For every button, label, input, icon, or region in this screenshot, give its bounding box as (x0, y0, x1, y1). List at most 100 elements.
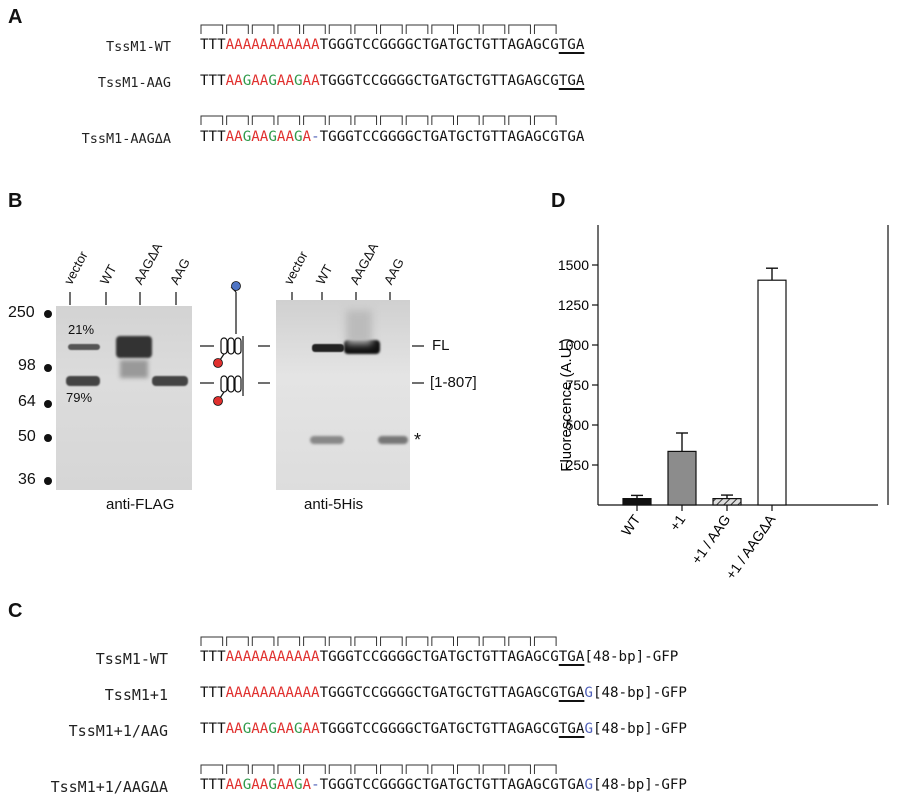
sequence-segment: TGA (558, 721, 585, 737)
codon-bracket (200, 636, 224, 646)
sequence-segment: G (584, 721, 593, 737)
sequence-segment: G (294, 73, 303, 89)
codon-bracket (457, 115, 480, 125)
sequence-segment: TGGGTCCGGGGCTGATGCTGTTAGAGCGTGA (319, 777, 585, 793)
panel-letter-d: D (551, 190, 566, 212)
codon-bracket (328, 636, 352, 646)
codon-bracket (328, 115, 352, 125)
sequence-segment: AA (225, 721, 243, 737)
percent-fl: 21% (68, 322, 95, 337)
y-tick-label: 250 (566, 457, 590, 473)
codon-bracket (226, 24, 249, 34)
sequence-segment: TTT (200, 73, 226, 89)
codon-bracket (354, 115, 378, 125)
band-trunc-wt (66, 376, 100, 386)
codon-bracket (303, 24, 326, 34)
sequence-segment: AA (225, 73, 243, 89)
sequence-segment: AA (276, 777, 294, 793)
sequence-segment: AA (225, 129, 243, 145)
mw-dot (44, 400, 52, 408)
sequence-segment: G (268, 73, 277, 89)
mw-marker: 50 (18, 428, 36, 445)
codon-bracket (482, 636, 506, 646)
label-star: * (414, 430, 422, 450)
band-bg (346, 310, 372, 344)
codon-bracket (251, 115, 275, 125)
protein-schematic (200, 281, 270, 406)
sequence-row: TTTAAAAAAAAAAATGGGTCCGGGGCTGATGCTGTTAGAG… (200, 649, 678, 665)
seq-label: TssM1-WT (95, 650, 168, 668)
codon-bracket (482, 24, 506, 34)
mw-dot (44, 310, 52, 318)
codon-bracket (431, 636, 454, 646)
sequence-row: TTTAAGAAGAAGA-TGGGTCCGGGGCTGATGCTGTTAGAG… (200, 777, 687, 793)
codon-bracket-group (200, 764, 557, 774)
codon-bracket (226, 115, 249, 125)
codon-bracket (277, 115, 301, 125)
codon-bracket (482, 115, 506, 125)
codon-bracket (226, 636, 249, 646)
sequence-segment: AA (276, 721, 294, 737)
codon-bracket (405, 636, 429, 646)
sequence-segment: AA (251, 721, 269, 737)
x-tick-label: +1 / AAG (688, 512, 733, 567)
sequence-segment: TGA (558, 649, 585, 665)
blot-anti-5his (276, 300, 410, 490)
codon-bracket-group (200, 115, 557, 125)
codon-bracket (200, 115, 224, 125)
codon-bracket (354, 24, 378, 34)
codon-bracket (354, 764, 378, 774)
sequence-segment: [48-bp]-GFP (592, 685, 687, 701)
percent-trunc: 79% (66, 390, 93, 405)
x-tick-label: WT (618, 511, 644, 538)
sequence-segment: G (268, 129, 277, 145)
panel-letter-a: A (8, 6, 23, 28)
band-smear (120, 360, 148, 378)
codon-bracket (328, 24, 352, 34)
sequence-segment: G (242, 129, 252, 145)
sequence-row: TTTAAAAAAAAAAATGGGTCCGGGGCTGATGCTGTTAGAG… (200, 37, 584, 53)
codon-bracket-group (200, 636, 557, 646)
sequence-segment: AA (251, 129, 269, 145)
codon-bracket (508, 115, 531, 125)
sequence-segment: AAAAAAAAAAA (225, 685, 320, 701)
sequence-segment: G (242, 73, 252, 89)
sequence-segment: AAAAAAAAAAA (225, 649, 320, 665)
sequence-segment: G (584, 685, 593, 701)
label-fl: FL (432, 337, 450, 354)
x-tick-label: +1 (666, 511, 688, 533)
panel-letter-c: C (8, 600, 23, 622)
sequence-segment: TTT (200, 777, 226, 793)
sequence-row: TTTAAGAAGAAGAATGGGTCCGGGGCTGATGCTGTTAGAG… (200, 73, 584, 89)
sequence-segment: G (294, 777, 303, 793)
band-nonspecific (310, 436, 344, 444)
seq-label: TssM1-WT (105, 39, 171, 55)
codon-bracket (251, 764, 275, 774)
codon-bracket (405, 115, 429, 125)
y-tick-label: 1000 (558, 337, 589, 353)
sequence-segment: TTT (200, 685, 226, 701)
sequence-segment: TGGGTCCGGGGCTGATGCTGTTAGAGCGTGA (319, 129, 585, 145)
codon-bracket (405, 764, 429, 774)
sequence-segment: AA (251, 73, 269, 89)
codon-bracket (457, 636, 480, 646)
codon-bracket (328, 764, 352, 774)
codon-bracket (431, 115, 454, 125)
sequence-segment: G (268, 777, 277, 793)
y-tick-label: 1500 (558, 257, 589, 273)
codon-bracket (226, 764, 249, 774)
codon-bracket (533, 636, 557, 646)
sequence-segment: G (268, 721, 277, 737)
sequence-segment: AA (276, 129, 294, 145)
sequence-segment: AA (302, 73, 320, 89)
mw-marker: 98 (18, 357, 36, 374)
sequence-segment: AA (276, 73, 294, 89)
sequence-segment: TGGGTCCGGGGCTGATGCTGTTAGAGCG (319, 721, 559, 737)
panel-letter-b: B (8, 190, 23, 212)
codon-bracket (457, 24, 480, 34)
sequence-segment: G (294, 721, 303, 737)
label-trunc: [1-807] (430, 374, 477, 391)
sequence-segment: [48-bp]-GFP (584, 649, 679, 665)
sequence-segment: AA (225, 777, 243, 793)
codon-bracket (457, 764, 480, 774)
